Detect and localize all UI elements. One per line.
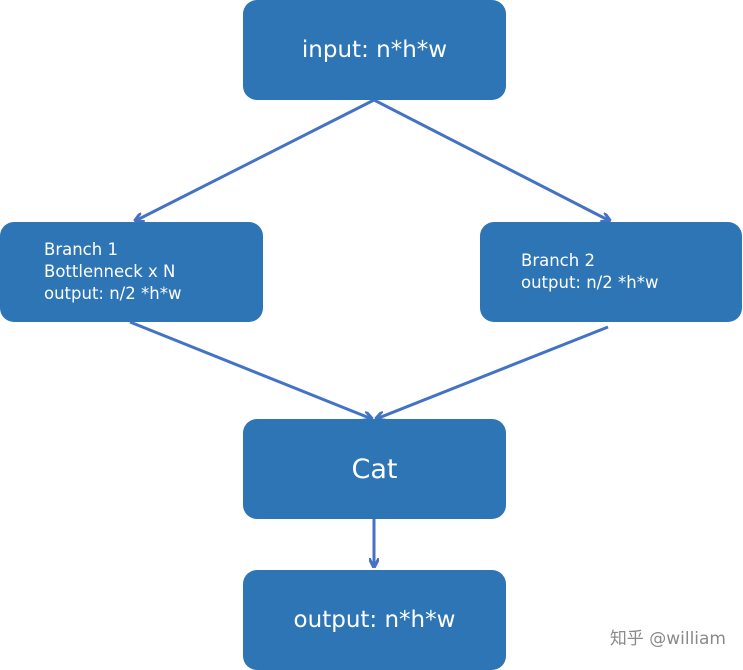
branch1-output: output: n/2 *h*w — [44, 284, 182, 303]
input-node: input: n*h*w — [243, 0, 506, 100]
branch1-node: Branch 1 Bottlenneck x N output: n/2 *h*… — [0, 222, 263, 322]
edge-branch1-to-cat — [129, 320, 372, 419]
branch1-bottleneck: Bottlenneck x N — [44, 262, 176, 281]
edge-input-to-branch1 — [135, 98, 375, 221]
cat-node: Cat — [243, 419, 506, 519]
edge-input-to-branch2 — [373, 98, 610, 221]
branch1-title: Branch 1 — [44, 240, 118, 259]
branch2-title: Branch 2 — [521, 251, 595, 270]
input-node-label: input: n*h*w — [301, 37, 448, 63]
output-node: output: n*h*w — [243, 570, 506, 670]
branch2-output: output: n/2 *h*w — [521, 273, 659, 292]
branch2-node: Branch 2 output: n/2 *h*w — [480, 222, 742, 322]
edge-branch2-to-cat — [376, 325, 609, 419]
output-node-label: output: n*h*w — [293, 607, 456, 633]
cat-node-label: Cat — [351, 453, 398, 485]
watermark: 知乎 @william — [609, 629, 726, 649]
